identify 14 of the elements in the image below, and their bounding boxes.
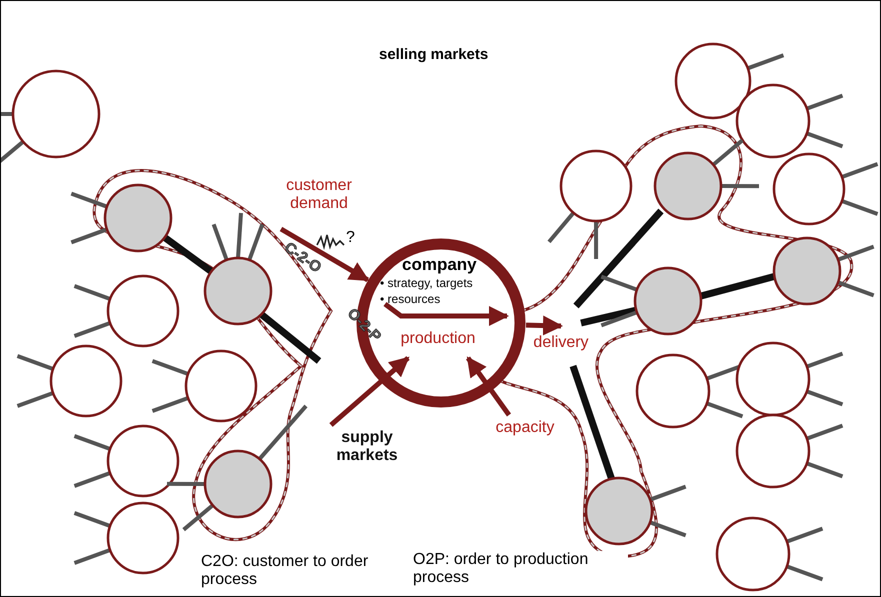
arrow: [526, 316, 563, 336]
arrow: [466, 356, 512, 416]
bullet-item: • strategy, targets: [380, 276, 473, 290]
node-label: supply markets: [335, 429, 399, 465]
note-text: O2P: order to production process: [413, 551, 628, 587]
company-title: company: [402, 255, 477, 275]
node-label: production: [400, 330, 476, 348]
arrow: [384, 302, 509, 326]
arrow: [280, 226, 370, 282]
bullet-item: • resources: [380, 292, 440, 306]
node-label: capacity: [494, 419, 556, 437]
node-label: delivery: [532, 334, 590, 352]
node-label: customer demand: [285, 177, 353, 213]
arrow: [329, 356, 410, 427]
